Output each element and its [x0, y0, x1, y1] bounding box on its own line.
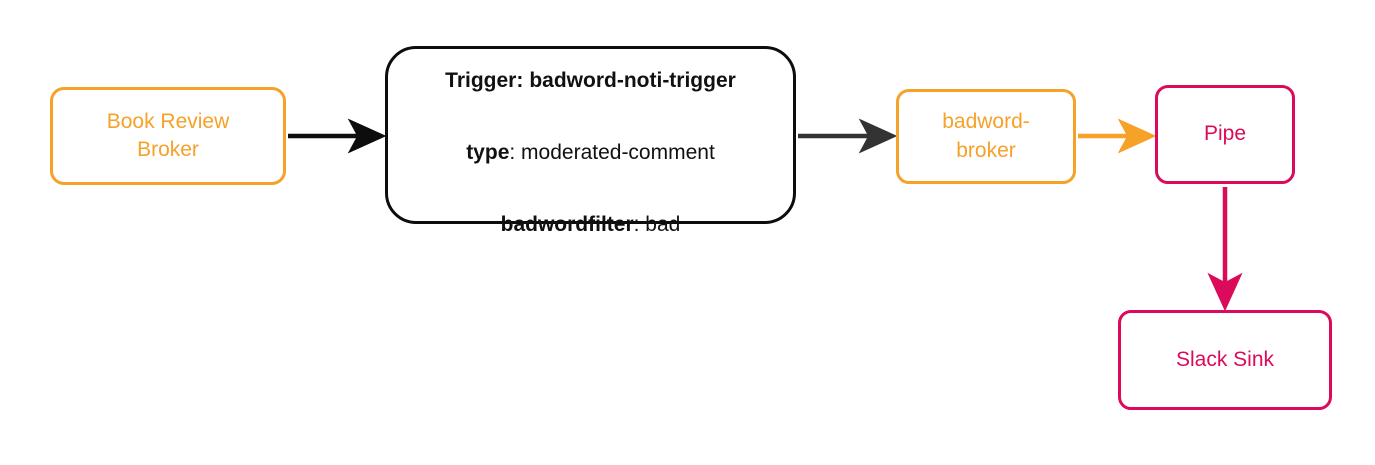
- node-trigger[interactable]: Trigger:badword-noti-trigger type: moder…: [385, 46, 796, 236]
- trigger-line2-value: : moderated-comment: [509, 141, 715, 164]
- node-book-review-broker[interactable]: Book Review Broker: [50, 87, 286, 185]
- node-badword-broker[interactable]: badword- broker: [896, 89, 1076, 184]
- node-trigger-label: Trigger:badword-noti-trigger type: moder…: [445, 27, 736, 244]
- node-pipe[interactable]: Pipe: [1155, 85, 1295, 184]
- trigger-line2-key: type: [466, 141, 510, 164]
- node-pipe-label: Pipe: [1203, 122, 1247, 146]
- node-slack-sink[interactable]: Slack Sink: [1118, 310, 1332, 410]
- trigger-line3-value: : bad: [633, 213, 681, 237]
- trigger-line1-key: Trigger:: [445, 68, 524, 92]
- trigger-line1-value: badword-noti-trigger: [529, 68, 736, 92]
- node-slack-sink-label: Slack Sink: [1175, 347, 1275, 371]
- node-badword-broker-label: badword- broker: [942, 110, 1030, 162]
- trigger-line3-key: badwordfilter: [500, 213, 634, 237]
- node-book-review-broker-label: Book Review Broker: [106, 109, 230, 161]
